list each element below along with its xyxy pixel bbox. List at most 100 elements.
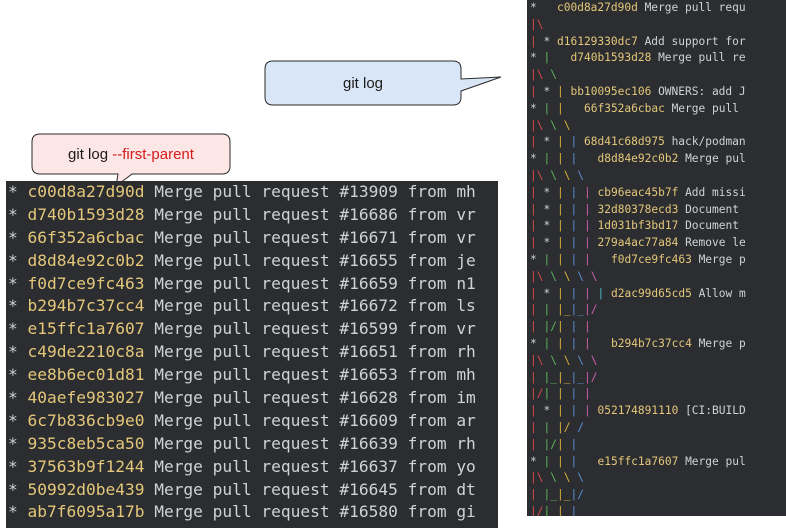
commit-hash: ab7f6095a17b: [27, 502, 145, 522]
commit-hash: d16129330dc7: [557, 34, 638, 48]
commit-hash: b294b7c37cc4: [27, 296, 145, 316]
graph-lines: | * | | |: [530, 219, 591, 233]
commit-message: Merge pull re: [651, 51, 746, 65]
commit-message: Merge pull request #16637 from yo: [144, 456, 476, 476]
graph-row: | * | | | 32d80378ecd3 Document: [527, 202, 786, 219]
commit-hash: e15ffc1a7607: [597, 454, 679, 468]
commit-marker: *: [8, 502, 28, 522]
graph-lines: * |: [530, 51, 551, 65]
commit-marker: *: [8, 273, 28, 293]
log-row: * ab7f6095a17b Merge pull request #16580…: [6, 501, 498, 524]
graph-log-output: * c00d8a27d90d Merge pull requ|\ | * d161…: [527, 0, 786, 516]
commit-hash: 6c7b836cb9e0: [27, 410, 145, 430]
graph-row: | * | | | 279a4ac77a84 Remove le: [527, 235, 786, 252]
commit-hash: d2ac99d65cd5: [611, 286, 692, 300]
graph-row: |\: [527, 17, 786, 34]
commit-message: Document: [678, 219, 739, 233]
commit-marker: *: [8, 365, 28, 385]
commit-marker: *: [8, 388, 28, 408]
commit-hash: f0d7ce9fc463: [27, 273, 145, 293]
commit-message: Merge pull request #16645 from dt: [144, 479, 476, 499]
graph-lines: | * | | |: [530, 236, 591, 250]
log-row: * 935c8eb5ca50 Merge pull request #16639…: [6, 433, 498, 456]
graph-row: | * | bb10095ec106 OWNERS: add J: [527, 84, 786, 101]
graph-lines: *: [530, 1, 537, 14]
commit-hash: 50992d0be439: [27, 479, 145, 499]
commit-message: Merge pull request #16628 from im: [144, 388, 476, 408]
log-row: * 50992d0be439 Merge pull request #16645…: [6, 479, 498, 502]
commit-hash: 40aefe983027: [27, 388, 145, 408]
graph-row: | |_|_|/: [527, 487, 786, 504]
commit-message: Merge pull requ: [637, 1, 746, 14]
graph-lines: * | | |: [530, 454, 578, 468]
graph-row: |\ \ \ \ \: [527, 269, 786, 286]
log-row: * c00d8a27d90d Merge pull request #13909…: [6, 181, 498, 204]
log-row: * d8d84e92c0b2 Merge pull request #16655…: [6, 250, 498, 273]
commit-message: Remove le: [678, 236, 746, 250]
graph-row: | | |_|_|/: [527, 302, 786, 319]
commit-marker: *: [8, 296, 28, 316]
commit-hash: d740b1593d28: [27, 204, 145, 224]
git-log-callout: git log: [264, 60, 502, 106]
graph-lines: |\ \ \: [530, 118, 571, 132]
speech-bubble-red: [31, 133, 231, 188]
log-row: * 37563b9f1244 Merge pull request #16637…: [6, 456, 498, 479]
graph-row: * | | | | b294b7c37cc4 Merge p: [527, 336, 786, 353]
commit-message: Merge pull request #16580 from gi: [144, 502, 476, 522]
graph-row: |\ \ \: [527, 118, 786, 135]
log-row: * 6c7b836cb9e0 Merge pull request #16609…: [6, 410, 498, 433]
graph-lines: |\ \: [530, 68, 557, 82]
commit-message: OWNERS: add J: [651, 84, 746, 98]
commit-message: Merge pull request #13909 from mh: [144, 182, 476, 201]
commit-hash: d8d84e92c0b2: [27, 250, 145, 270]
graph-row: | |/| |: [527, 437, 786, 454]
commit-message: Allow m: [691, 286, 746, 300]
commit-message: Merge pull request #16653 from mh: [144, 365, 476, 385]
commit-hash: d8d84e92c0b2: [597, 152, 679, 166]
graph-lines: |\ \ \ \ \: [530, 353, 598, 367]
graph-lines: * | |: [530, 101, 564, 115]
git-log-label: git log: [342, 74, 384, 92]
commit-message: Merge pull request #16651 from rh: [144, 342, 476, 362]
commit-message: Document: [678, 202, 739, 216]
commit-message: Merge pul: [678, 152, 746, 166]
commit-message: Merge pull: [664, 101, 739, 115]
graph-row: |/| | |: [527, 504, 786, 516]
commit-hash: 935c8eb5ca50: [27, 433, 145, 453]
graph-row: |\ \ \ \: [527, 470, 786, 487]
commit-message: [CI:BUILD: [678, 404, 746, 418]
graph-row: |\ \: [527, 67, 786, 84]
first-parent-log-output: * c00d8a27d90d Merge pull request #13909…: [6, 181, 498, 528]
graph-row: | * d16129330dc7 Add support for: [527, 34, 786, 51]
first-parent-flag: --first-parent: [112, 145, 194, 163]
graph-lines: |\: [530, 17, 544, 31]
commit-message: Merge pull request #16671 from vr: [144, 227, 476, 247]
graph-lines: |/| | | |: [530, 387, 591, 401]
commit-hash: 66f352a6cbac: [27, 227, 145, 247]
graph-lines: | |/| |: [530, 437, 578, 451]
commit-hash: 68d41c68d975: [584, 135, 665, 149]
commit-marker: *: [8, 410, 28, 430]
speech-bubble-blue: [264, 60, 502, 106]
commit-hash: 052174891110: [597, 404, 679, 418]
commit-marker: *: [8, 479, 28, 499]
commit-hash: f0d7ce9fc463: [611, 252, 692, 266]
graph-lines: * | | | |: [530, 336, 591, 350]
commit-hash: e15ffc1a7607: [27, 319, 145, 339]
graph-lines: | * | | |: [530, 202, 591, 216]
graph-row: | * | | | 052174891110 [CI:BUILD: [527, 403, 786, 420]
commit-message: Merge pull request #16599 from vr: [144, 319, 476, 339]
graph-lines: * | | |: [530, 152, 578, 166]
graph-row: | * | | 68d41c68d975 hack/podman: [527, 134, 786, 151]
log-row: * c49de2210c8a Merge pull request #16651…: [6, 341, 498, 364]
commit-message: Merge pull request #16639 from rh: [144, 433, 476, 453]
commit-message: Merge pul: [678, 454, 746, 468]
commit-message: Merge pull request #16655 from je: [144, 250, 476, 270]
commit-message: Merge p: [691, 252, 746, 266]
commit-message: Merge pull request #16672 from ls: [144, 296, 476, 316]
graph-row: | |_|_|_|/: [527, 370, 786, 387]
graph-row: * c00d8a27d90d Merge pull requ: [527, 0, 786, 17]
log-row: * b294b7c37cc4 Merge pull request #16672…: [6, 295, 498, 318]
graph-row: * | | 66f352a6cbac Merge pull: [527, 101, 786, 118]
commit-message: Add missi: [678, 185, 746, 199]
